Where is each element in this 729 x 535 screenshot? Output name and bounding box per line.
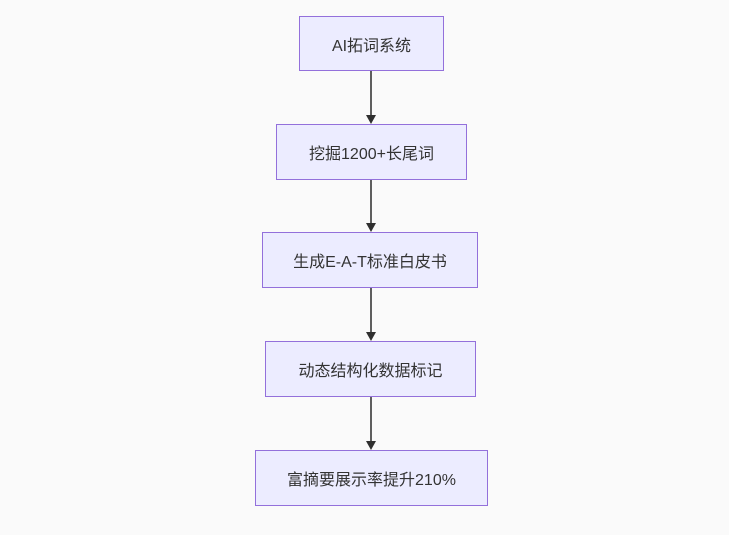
flow-node-label: 挖掘1200+长尾词 <box>309 146 434 163</box>
flow-arrow-1 <box>366 71 376 124</box>
flow-node-longtail-mining: 挖掘1200+长尾词 <box>276 124 467 180</box>
flow-node-eat-whitepaper: 生成E-A-T标准白皮书 <box>262 232 478 288</box>
flow-arrow-3 <box>366 288 376 341</box>
arrow-line <box>370 397 372 441</box>
flow-node-structured-data-markup: 动态结构化数据标记 <box>265 341 476 397</box>
arrowhead-down-icon <box>366 332 376 341</box>
arrowhead-down-icon <box>366 223 376 232</box>
flow-node-label: 动态结构化数据标记 <box>298 363 443 380</box>
flow-node-ai-keyword-system: AI拓词系统 <box>299 16 444 71</box>
flow-arrow-4 <box>366 397 376 450</box>
flow-node-rich-snippet-result: 富摘要展示率提升210% <box>255 450 488 506</box>
arrow-line <box>370 288 372 332</box>
flow-node-label: 生成E-A-T标准白皮书 <box>293 254 447 271</box>
flow-node-label: 富摘要展示率提升210% <box>287 472 456 489</box>
flow-arrow-2 <box>366 180 376 232</box>
arrow-line <box>370 71 372 115</box>
arrowhead-down-icon <box>366 441 376 450</box>
arrowhead-down-icon <box>366 115 376 124</box>
flow-node-label: AI拓词系统 <box>331 37 412 55</box>
arrow-line <box>370 180 372 223</box>
